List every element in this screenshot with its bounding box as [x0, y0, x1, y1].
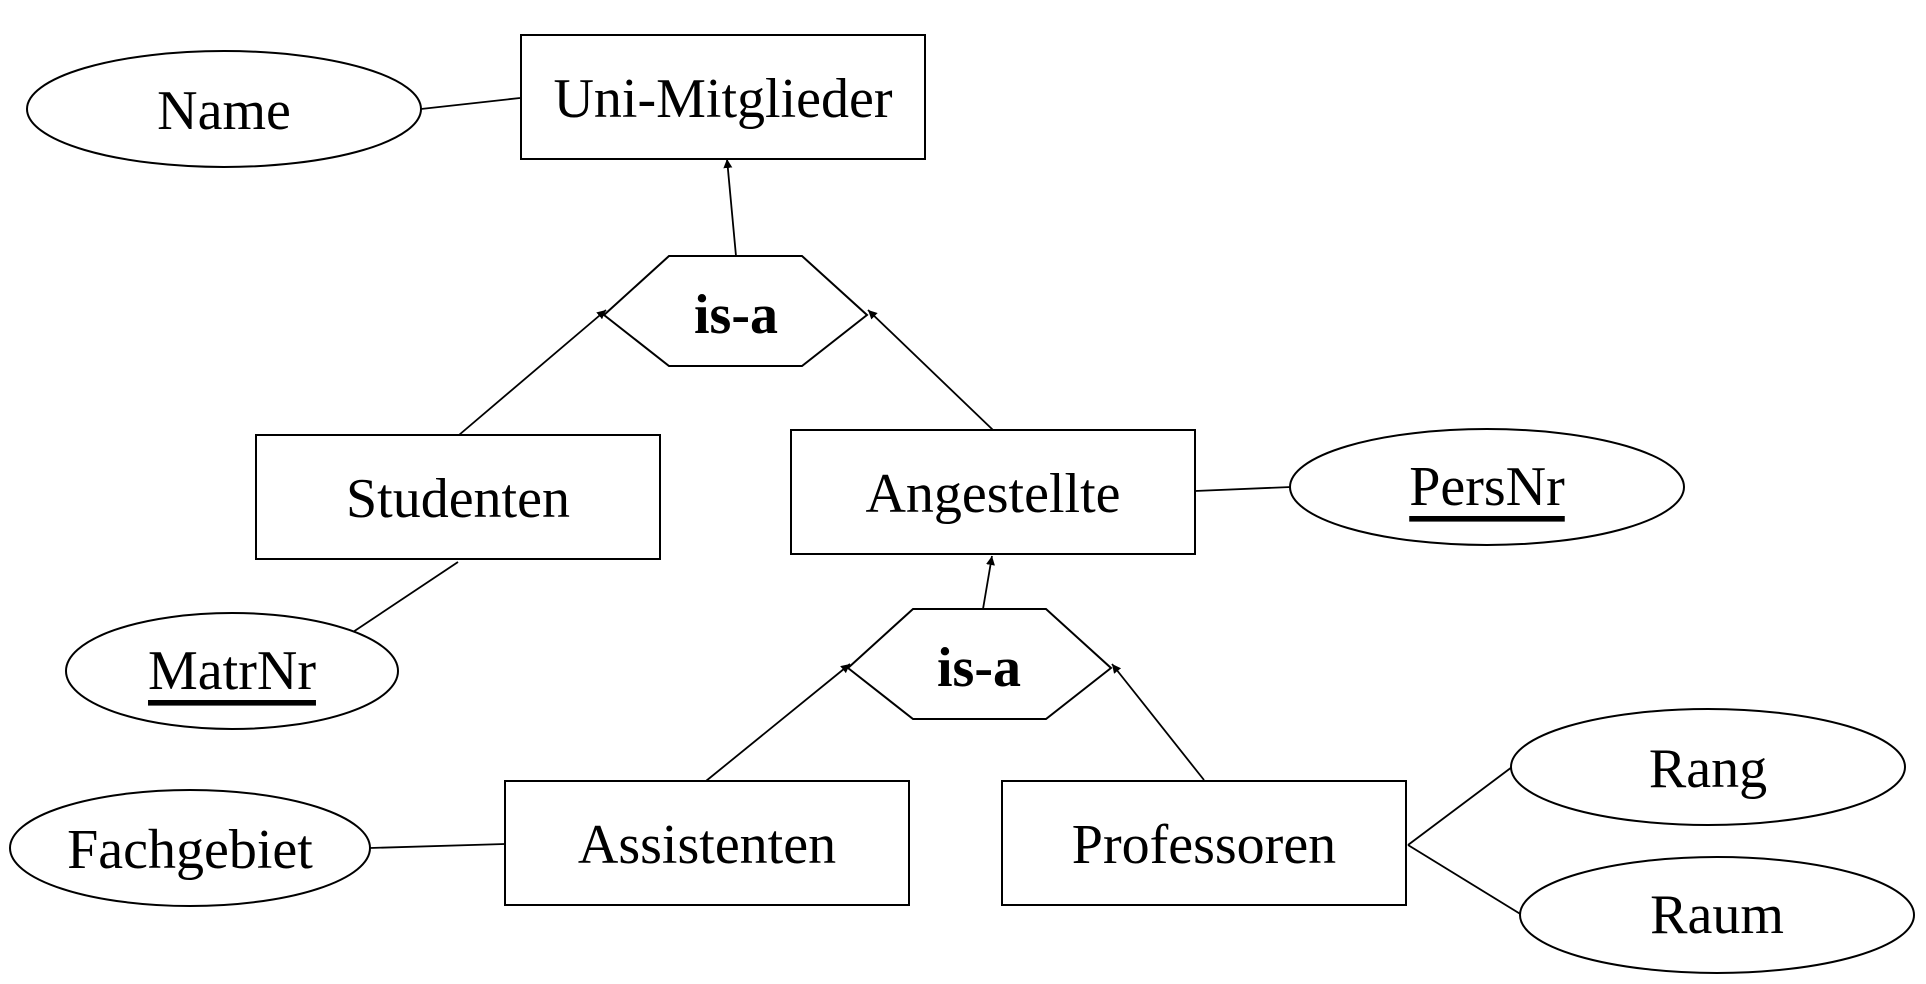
attribute-rang[interactable]: Rang [1510, 708, 1906, 826]
attribute-raum[interactable]: Raum [1519, 856, 1915, 974]
edge-fachgebiet-assistenten [369, 843, 506, 849]
entity-label: Assistenten [578, 814, 836, 876]
edge-studenten-matrnr [349, 561, 459, 635]
arrow-isa-top-to-unimitglieder [723, 158, 737, 257]
attribute-key-label: PersNr [1409, 456, 1565, 518]
entity-angestellte[interactable]: Angestellte [790, 429, 1196, 555]
attribute-name[interactable]: Name [26, 50, 422, 168]
arrow-professoren-to-isa-bottom [1111, 663, 1205, 781]
entity-professoren[interactable]: Professoren [1001, 780, 1407, 906]
attribute-fachgebiet[interactable]: Fachgebiet [9, 789, 371, 907]
attribute-label: Name [157, 80, 291, 142]
edge-professoren-raum [1407, 844, 1523, 916]
entity-label: Studenten [346, 468, 570, 530]
entity-studenten[interactable]: Studenten [255, 434, 661, 560]
arrow-assistenten-to-isa-bottom [705, 663, 851, 782]
isa-label: is-a [694, 284, 778, 346]
isa-relationship-bottom[interactable]: is-a [846, 608, 1113, 720]
arrow-studenten-to-isa-top [458, 309, 607, 436]
isa-relationship-top[interactable]: is-a [602, 255, 869, 367]
edge-angestellte-persnr [1194, 486, 1292, 492]
attribute-matrnr[interactable]: MatrNr [65, 612, 399, 730]
arrow-isa-bottom-to-angestellte [982, 555, 995, 610]
edge-name-unimitglieder [420, 97, 521, 110]
connectors [349, 97, 1523, 916]
edge-professoren-rang [1407, 766, 1513, 846]
arrow-angestellte-to-isa-top [867, 309, 994, 431]
attribute-label: Rang [1649, 738, 1767, 800]
attribute-label: Raum [1650, 884, 1784, 946]
attribute-label: Fachgebiet [67, 819, 313, 881]
attribute-persnr[interactable]: PersNr [1289, 428, 1685, 546]
attribute-key-label: MatrNr [148, 640, 316, 702]
entity-uni-mitglieder[interactable]: Uni-Mitglieder [520, 34, 926, 160]
entity-label: Uni-Mitglieder [553, 68, 892, 130]
entity-label: Angestellte [865, 463, 1120, 525]
entity-label: Professoren [1072, 814, 1336, 876]
isa-label: is-a [937, 637, 1021, 699]
entity-assistenten[interactable]: Assistenten [504, 780, 910, 906]
